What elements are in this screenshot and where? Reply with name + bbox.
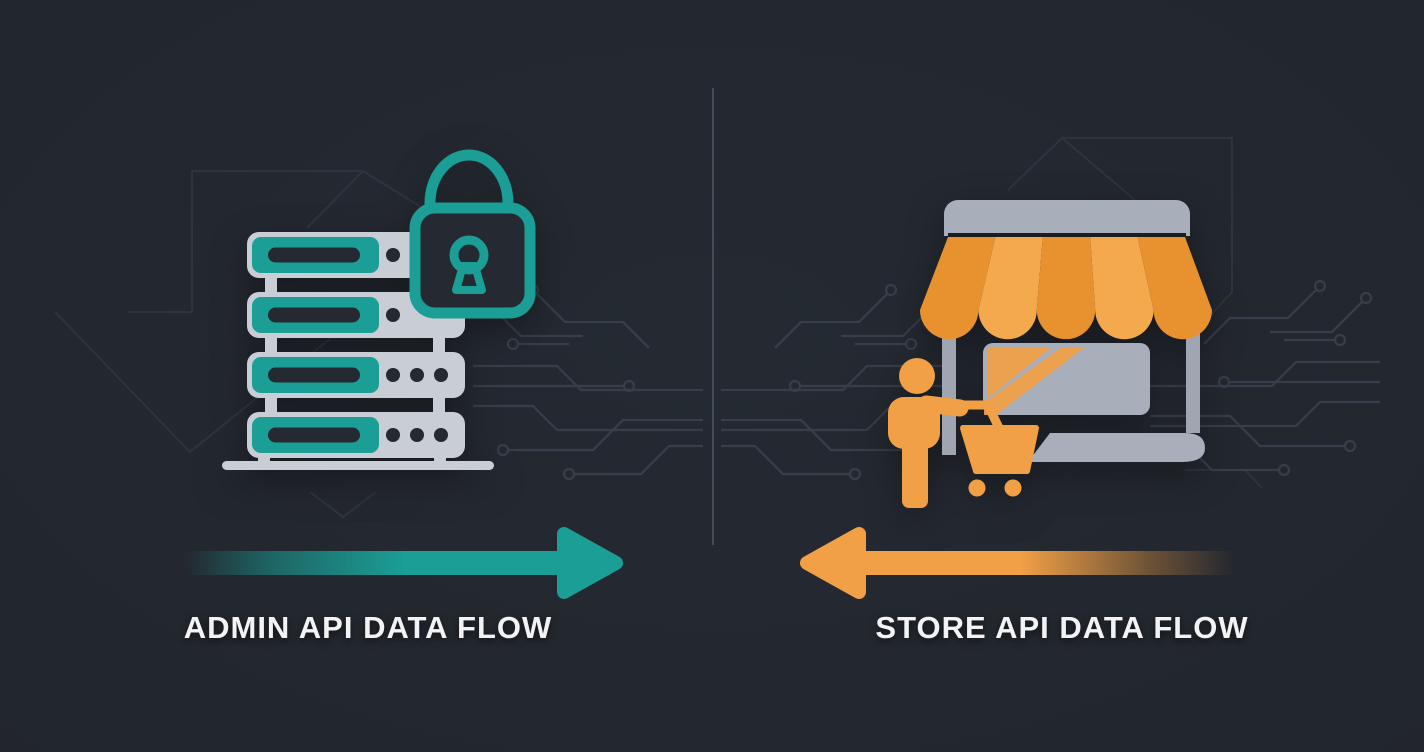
padlock-icon [409, 149, 536, 319]
store-arrow-shaft [854, 551, 1250, 575]
shopper-cart-icon [888, 358, 1039, 508]
store-top-bar [944, 200, 1190, 240]
server-drive-3 [247, 352, 465, 398]
store-arrow-head [800, 527, 866, 599]
store-awning [920, 237, 1212, 340]
secure-server-icon [222, 149, 536, 470]
panel-divider [712, 88, 714, 545]
admin-arrow-head [557, 527, 623, 599]
server-drive-2 [247, 292, 465, 338]
storefront-icon [888, 200, 1212, 508]
store-flow-label: STORE API DATA FLOW [875, 610, 1249, 645]
server-drive-4 [247, 412, 465, 458]
admin-arrow-shaft [184, 551, 564, 575]
storefront-structure [920, 200, 1212, 462]
store-window [983, 343, 1150, 415]
store-base [1028, 433, 1205, 462]
admin-flow-label: ADMIN API DATA FLOW [183, 610, 553, 645]
